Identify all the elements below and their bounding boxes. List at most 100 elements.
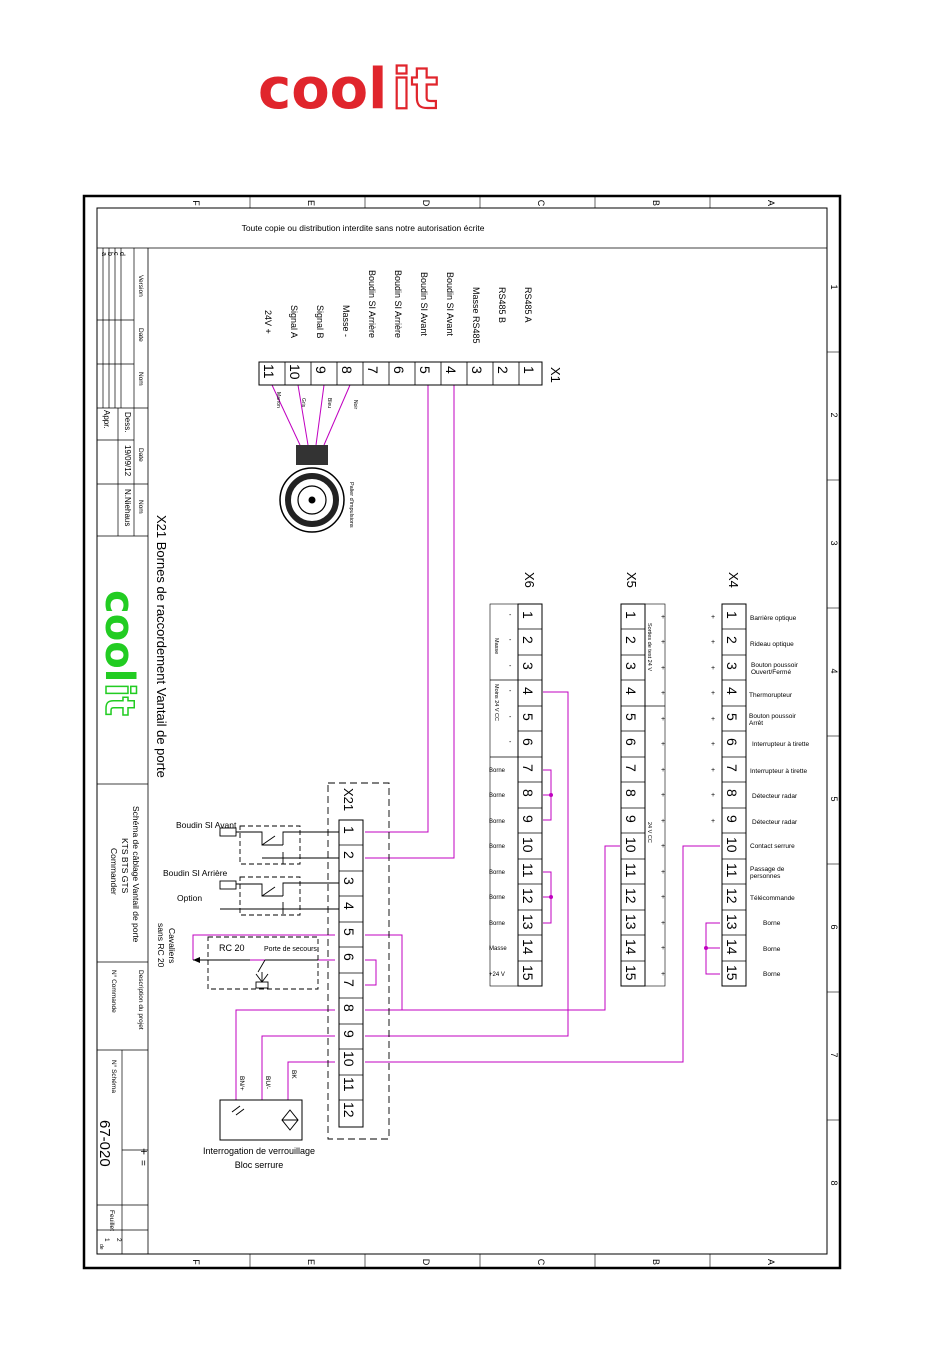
border-number-5: 5 [829, 796, 839, 801]
x4-desc-3a: Bouton poussoir [751, 662, 799, 669]
x6-sign-3: - [509, 663, 512, 670]
safety-edge-switches [219, 825, 301, 916]
x1-terminal-2: 2 [495, 366, 511, 374]
x1-desc-7: Boudin SI Arrière [367, 270, 377, 338]
rc20-arrow-icon [193, 957, 200, 963]
x5-sign-11: + [661, 869, 665, 876]
x1-terminal-strip: X1 1 2 3 4 5 6 7 8 9 10 11 RS485 A RS485… [258, 270, 563, 410]
dess-label: Dess. [123, 412, 132, 432]
dess-name: N.Niehaus [123, 489, 132, 526]
x5-sign-13: + [661, 920, 665, 927]
x4-terminal-11: 11 [724, 863, 740, 878]
x21-label: X21 [341, 788, 356, 811]
rev-col-version: Version [137, 275, 144, 297]
x4-terminal-10: 10 [724, 837, 740, 853]
border-letter-f-bottom: F [191, 1259, 201, 1265]
x6-sign-1: - [509, 612, 512, 619]
x4-desc-6: Interrupteur à tirette [752, 741, 809, 748]
x6-terminal-6: 6 [520, 738, 536, 746]
x4-terminal-12: 12 [724, 888, 740, 904]
border-letter-a-top: A [766, 200, 776, 206]
x6-terminal-15: 15 [520, 965, 536, 981]
border-number-8: 8 [829, 1180, 839, 1185]
x6-terminal-13: 13 [520, 914, 536, 930]
x21-terminal-11: 11 [341, 1077, 357, 1092]
wire-color-gris: Gris [300, 398, 306, 408]
x6-borne-9: Borne [489, 819, 506, 825]
border-number-7: 7 [829, 1052, 839, 1057]
x4-terminal-15: 15 [724, 965, 740, 981]
sheet-label: Feuillet [108, 1210, 115, 1231]
boudin-arriere-label: Boudin SI Arrière [163, 868, 228, 878]
plus-sign: + [137, 1148, 151, 1155]
x4-sign-1: + [711, 614, 715, 621]
impulse-sensor-icon [279, 445, 345, 533]
x21-terminal-1: 1 [341, 826, 357, 834]
x4-desc-2: Rideau optique [750, 641, 794, 648]
x6-terminal-14: 14 [520, 939, 536, 955]
date-label: Date [137, 448, 144, 462]
x1-terminal-8: 8 [339, 366, 355, 374]
x4-desc-14: Borne [763, 946, 781, 953]
lock-wire-bn: BN/+ [238, 1076, 245, 1091]
x21-terminal-6: 6 [341, 953, 357, 961]
x6-terminal-strip: X6 1 2 3 4 5 6 7 8 9 10 11 12 13 14 15 -… [489, 572, 543, 987]
x1-desc-9: Signal B [315, 305, 325, 339]
x4-terminal-7: 7 [724, 764, 740, 772]
x5-terminal-12: 12 [623, 888, 639, 904]
x4-terminal-13: 13 [724, 914, 740, 930]
border-numbers: 1 2 3 4 5 6 7 8 [829, 284, 839, 1185]
x21-terminal-8: 8 [341, 1004, 357, 1012]
dess-date: 19/09/12 [123, 445, 132, 477]
left-component-labels: Boudin SI Avant Boudin SI Arrière Option… [163, 820, 317, 953]
x6-terminal-11: 11 [520, 863, 536, 878]
x5-sign-7: + [661, 767, 665, 774]
border-letter-c-bottom: C [536, 1259, 546, 1266]
x4-sign-4: + [711, 690, 715, 697]
wire-junctions [549, 793, 708, 950]
x4-label: X4 [726, 572, 741, 588]
title-line-3: Commander [109, 848, 119, 895]
x4-desc-13: Borne [763, 920, 781, 927]
x4-terminal-6: 6 [724, 738, 740, 746]
x5-terminal-6: 6 [623, 738, 639, 746]
wire-color-marron: Marron [275, 392, 281, 408]
side-logo-it: it [96, 683, 142, 716]
x5-terminal-5: 5 [623, 713, 639, 721]
x21-terminal-2: 2 [341, 851, 357, 859]
lock-sub-label: Bloc serrure [235, 1160, 284, 1170]
x4-terminal-3: 3 [724, 662, 740, 670]
schema-number: 67-020 [96, 1120, 113, 1167]
x6-terminal-10: 10 [520, 837, 536, 853]
option-label: Option [177, 893, 202, 903]
x4-sign-5: + [711, 716, 715, 723]
x1-desc-2: RS485 B [497, 287, 507, 323]
title-block-text: a b c d Version Date Nom Dess. 19/09/12 … [96, 252, 151, 1250]
x21-terminal-4: 4 [341, 902, 357, 910]
x4-desc-5a: Bouton poussoir [749, 713, 797, 720]
lock-wire-bu: BU/- [264, 1076, 271, 1089]
x1-desc-10: Signal A [289, 305, 299, 338]
x5-sign-10: + [661, 843, 665, 850]
x4-desc-1: Barrière optique [750, 615, 797, 622]
x6-borne-10: Borne [489, 844, 506, 850]
wire-color-bleu: Bleu [326, 398, 332, 408]
x1-desc-8: Masse - [341, 305, 351, 337]
x4-desc-11a: Passage de [750, 866, 785, 873]
x4-terminal-14: 14 [724, 939, 740, 955]
x6-terminal-5: 5 [520, 713, 536, 721]
x1-desc-1: RS485 A [523, 287, 533, 323]
desc-label: Description du projet [137, 970, 144, 1030]
x6-terminal-3: 3 [520, 662, 536, 670]
x4-desc-15: Borne [763, 971, 781, 978]
x5-sign-2: + [661, 639, 665, 646]
x5-terminal-15: 15 [623, 965, 639, 981]
x4-desc-5b: Arrêt [749, 720, 763, 727]
rev-row-d: d [118, 252, 125, 256]
x1-terminal-4: 4 [443, 366, 459, 374]
x4-desc-7: Interrupteur à tirette [750, 768, 807, 775]
x6-terminal-8: 8 [520, 789, 536, 797]
x5-sign-12: + [661, 894, 665, 901]
x5-terminal-8: 8 [623, 789, 639, 797]
x6-sign-5: - [509, 714, 512, 721]
